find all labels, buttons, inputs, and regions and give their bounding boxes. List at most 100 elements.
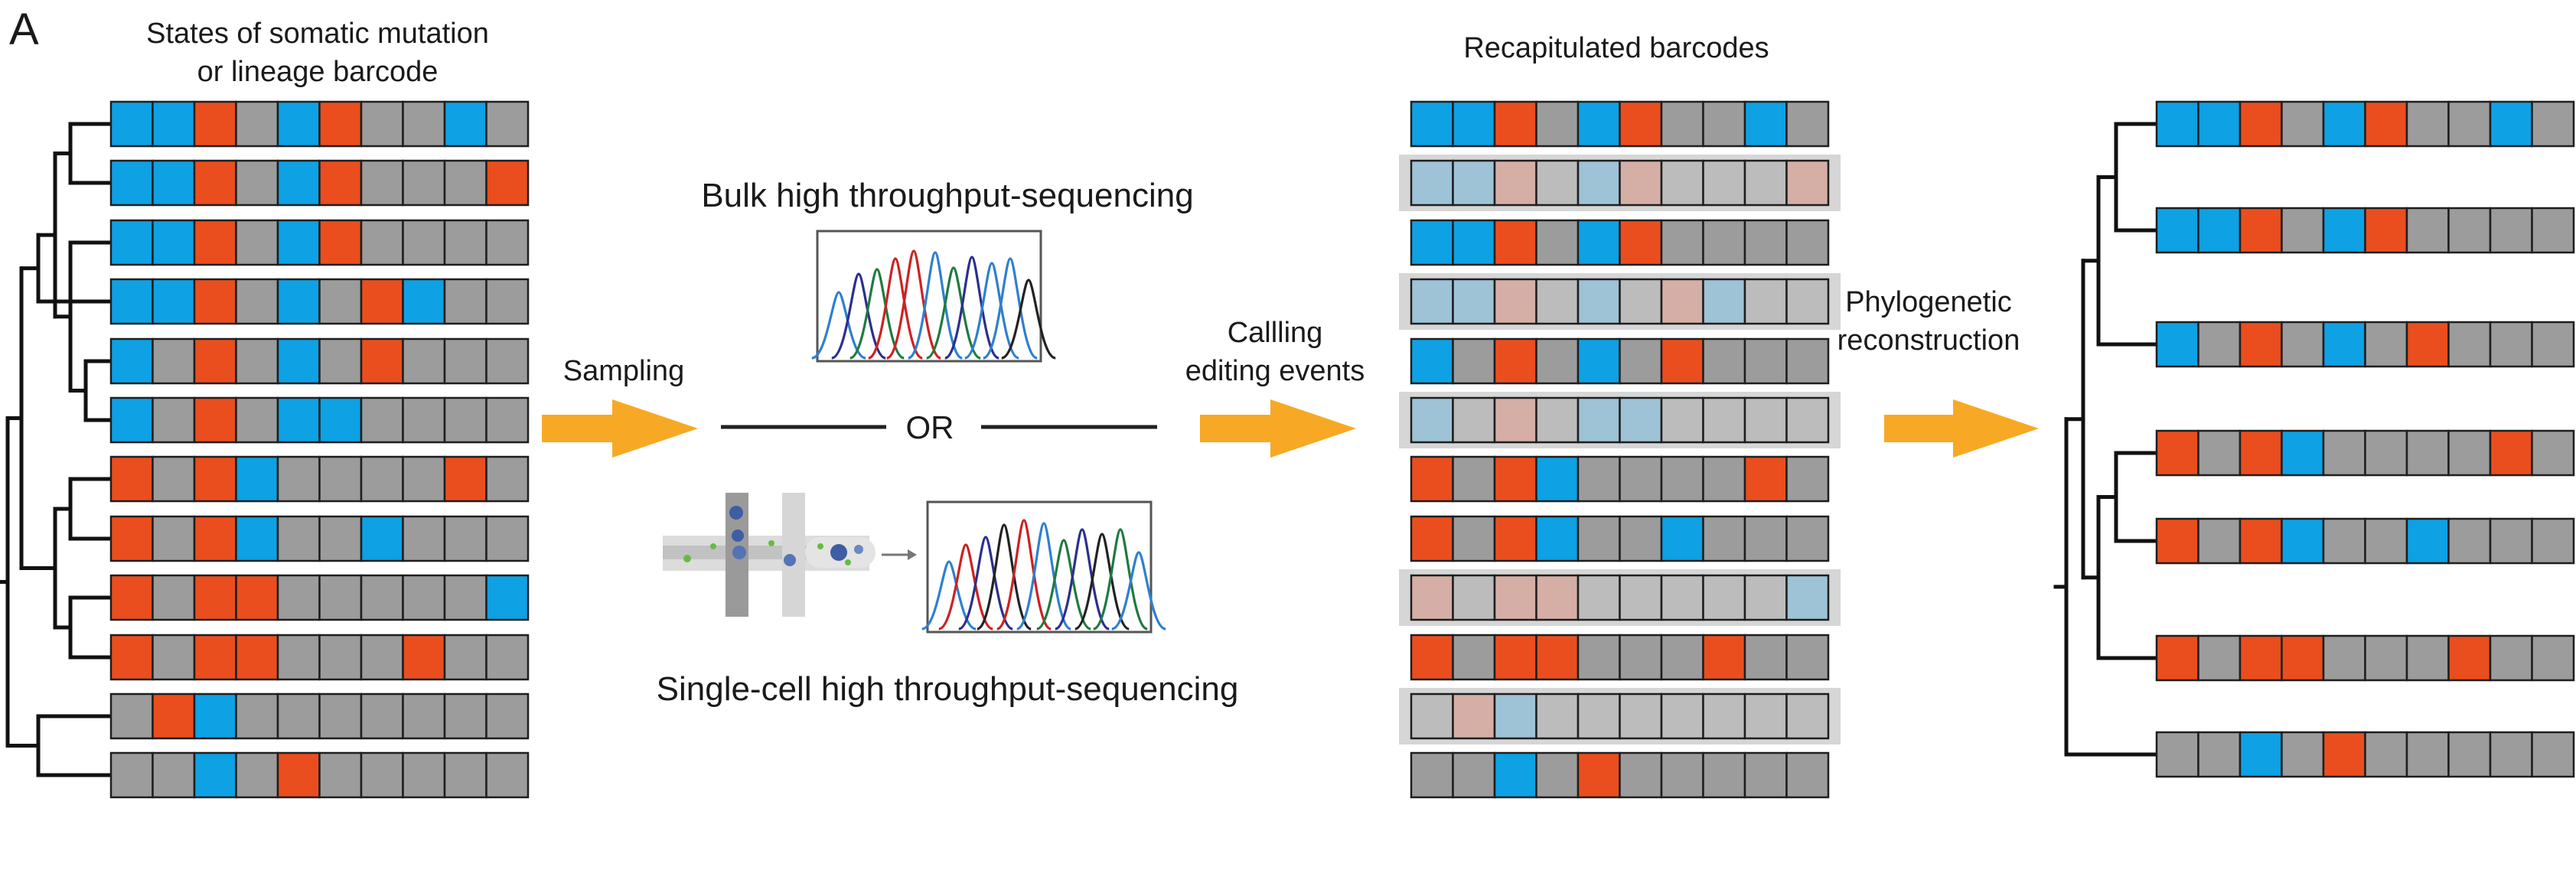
barcode-cell [1785,751,1830,799]
barcode-cell [1785,159,1830,207]
barcode-row [109,159,530,207]
barcode-row [109,278,530,325]
reconstructed-barcode-row [2155,634,2575,682]
barcode-cell [109,574,154,621]
barcode-states-grid [109,100,530,799]
barcode-cell [402,574,446,621]
barcode-cell [1660,159,1704,207]
barcode-cell [193,337,237,385]
barcode-cell [1410,219,1454,266]
barcode-cell [1535,515,1580,562]
barcode-cell [276,455,321,503]
barcode-cell [2447,634,2492,682]
barcode-cell [235,692,279,740]
barcode-cell [1702,159,1746,207]
barcode-cell [235,159,279,207]
barcode-cell [2531,731,2575,778]
recovered-barcode-row [1410,634,1830,681]
barcode-cell [2239,634,2283,682]
barcode-cell [360,692,404,740]
barcode-cell [1577,278,1621,325]
barcode-cell [2155,517,2199,565]
chromatogram-peak [1093,528,1148,631]
barcode-cell [2405,634,2450,682]
barcode-cell [360,278,404,325]
barcode-cell [1619,515,1663,562]
barcode-cell [276,159,321,207]
barcode-cell [2489,634,2533,682]
chromatogram-peak [926,266,981,360]
barcode-cell [1743,219,1788,266]
barcode-cell [1785,515,1830,562]
barcode-cell [2239,429,2283,477]
chromatogram-peak [1001,279,1056,360]
barcode-row [109,515,530,562]
barcode-cell [2447,100,2492,148]
states-title-line1: States of somatic mutation [146,18,489,50]
barcode-cell [402,159,446,207]
barcode-cell [318,455,363,503]
barcode-cell [235,278,279,325]
unrecovered-barcode-row [1410,278,1830,325]
or-label: OR [906,409,954,445]
barcode-cell [1619,692,1663,740]
barcode-cell [1743,574,1788,621]
barcode-cell [1535,100,1580,148]
recovered-barcode-row [1410,219,1830,266]
barcode-cell [443,219,487,266]
barcode-cell [109,515,154,562]
bulk-chromatogram [811,230,1056,363]
barcode-cell [2489,321,2533,368]
barcode-cell [2322,517,2366,565]
chromatogram-peak [944,256,999,360]
barcode-cell [2322,429,2366,477]
recovered-barcode-row [1410,337,1830,385]
barcode-cell [1785,396,1830,444]
barcode-cell [1660,219,1704,266]
barcode-cell [1619,396,1663,444]
barcode-cell [1743,634,1788,681]
barcode-cell [485,574,530,621]
barcode-cell [1743,159,1788,207]
barcode-cell [1743,278,1788,325]
recovered-barcode-row [1410,100,1830,148]
calling-arrow [1200,399,1356,458]
barcode-cell [2447,429,2492,477]
barcode-cell [235,219,279,266]
chromatogram-peak [964,262,1019,360]
barcode-cell [1702,751,1746,799]
barcode-cell [1493,278,1537,325]
barcode-cell [2531,207,2575,254]
barcode-cell [2281,517,2325,565]
barcode-cell [1493,159,1537,207]
barcode-cell [1619,751,1663,799]
barcode-cell [2197,517,2242,565]
barcode-cell [152,692,196,740]
barcode-cell [1577,515,1621,562]
barcode-cell [1452,692,1496,740]
barcode-cell [1577,692,1621,740]
phylo-label-line1: Phylogenetic [1845,286,2012,318]
chromatogram-peak [908,251,963,360]
barcode-cell [443,100,487,148]
barcode-cell [402,337,446,385]
barcode-cell [276,396,321,444]
unrecovered-barcode-row [1410,159,1830,207]
barcode-row [109,219,530,266]
barcode-cell [2447,321,2492,368]
barcode-cell [2281,429,2325,477]
barcode-cell [1410,751,1454,799]
barcode-row [109,396,530,444]
barcode-cell [235,100,279,148]
barcode-cell [1577,396,1621,444]
barcode-cell [276,278,321,325]
barcode-cell [2489,429,2533,477]
reconstructed-barcode-row [2155,429,2575,477]
barcode-cell [1619,634,1663,681]
barcode-cell [443,278,487,325]
barcode-cell [402,515,446,562]
barcode-cell [402,634,446,681]
chromatogram-peak [977,523,1032,631]
chromatogram-peak [996,519,1052,631]
barcode-cell [318,692,363,740]
